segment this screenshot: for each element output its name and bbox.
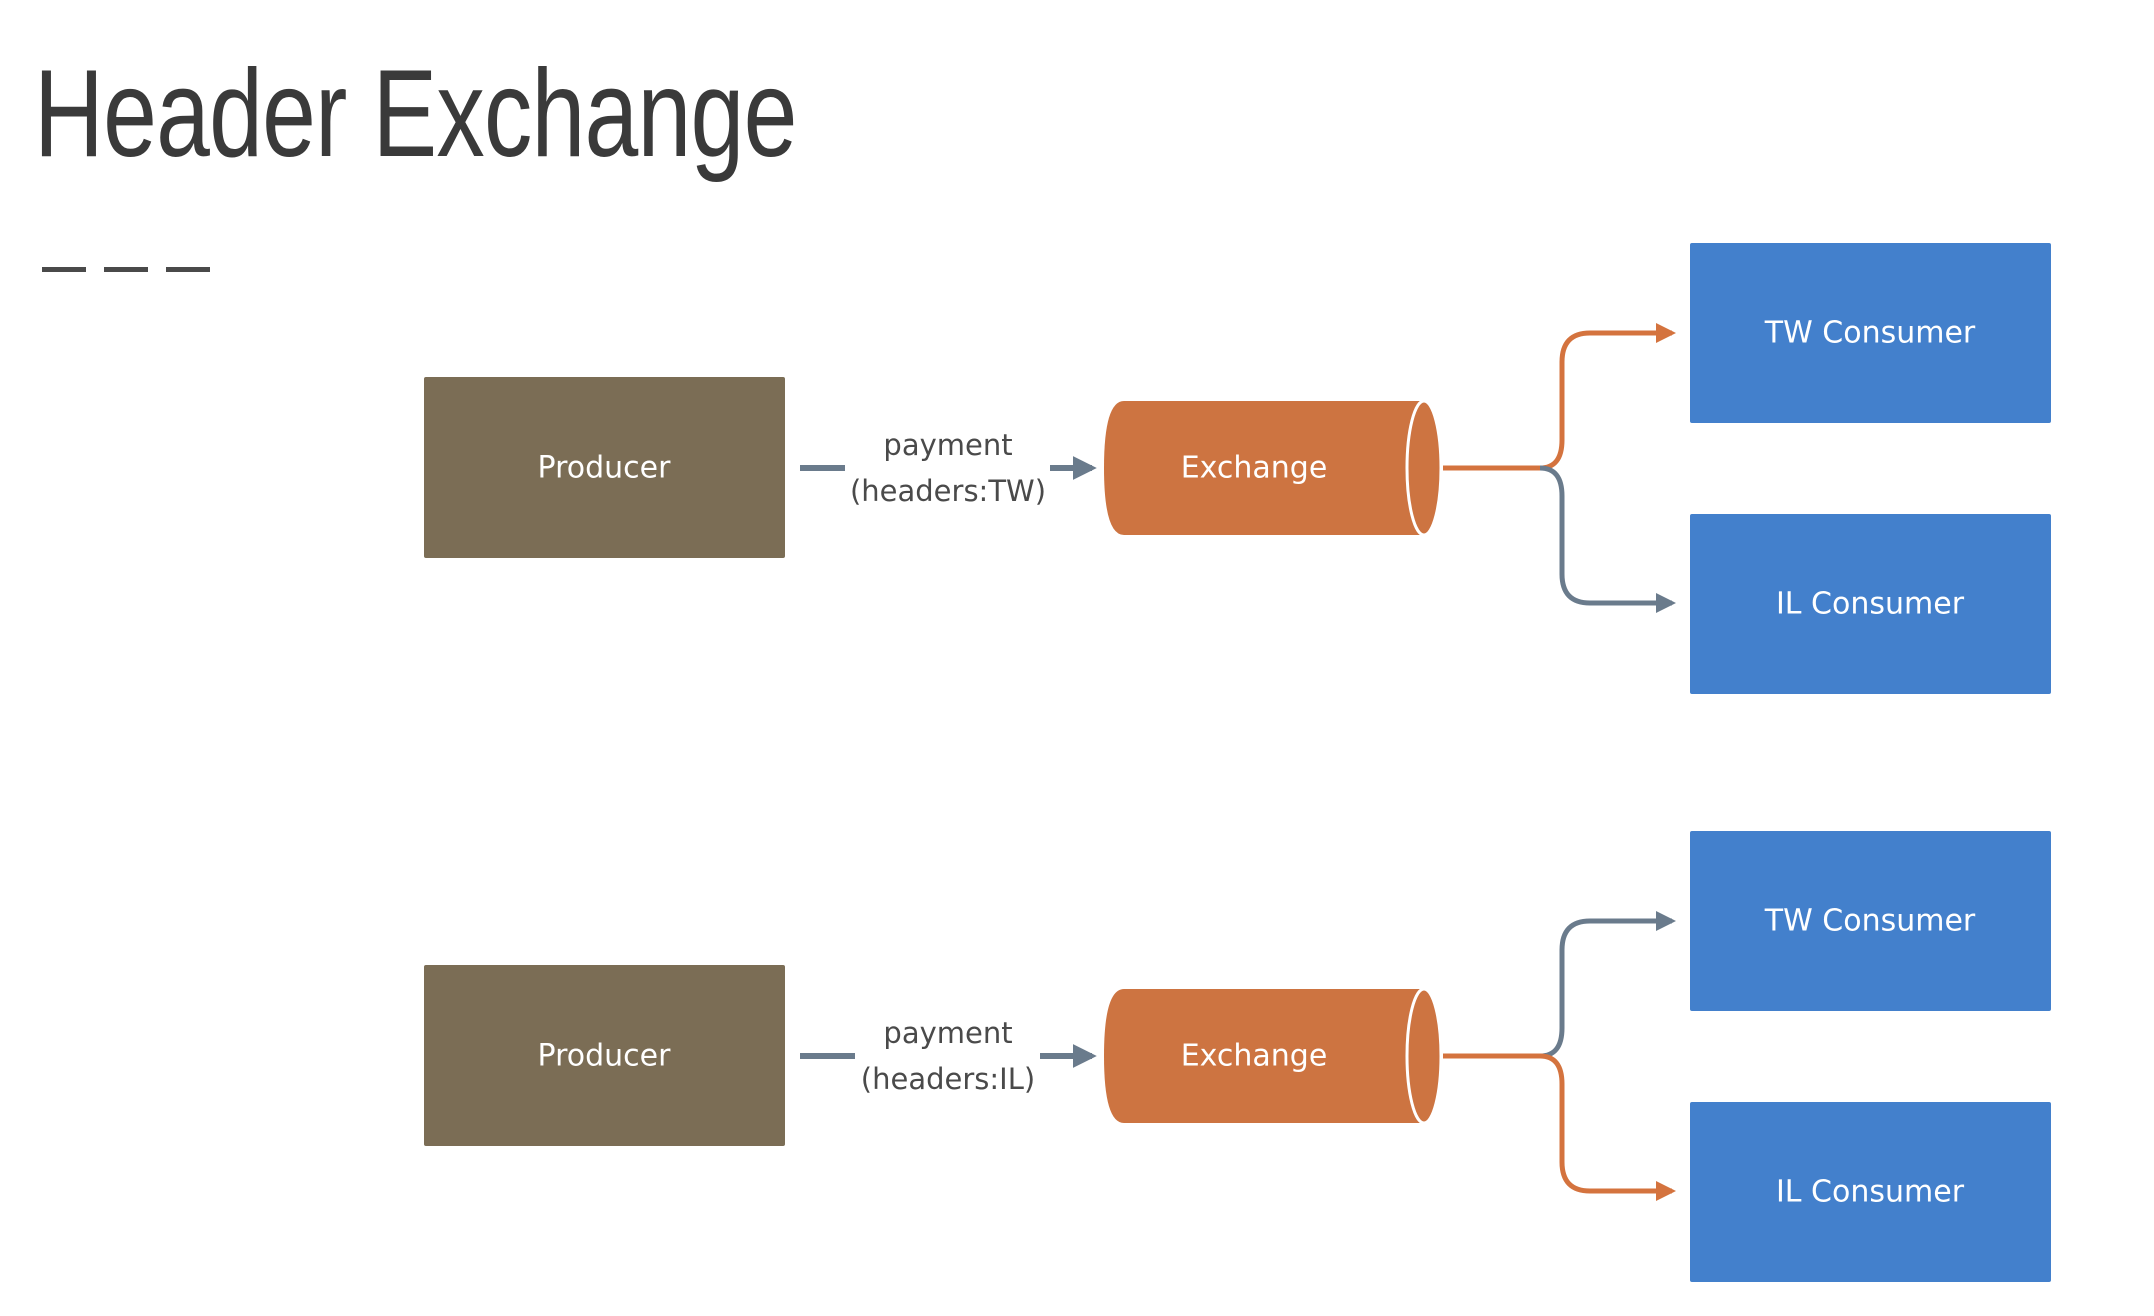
il-consumer-label: IL Consumer bbox=[1776, 1175, 1965, 1210]
diagram-2: Producer payment (headers:IL) Exchange T… bbox=[424, 831, 2051, 1282]
route-to-tw-consumer bbox=[1539, 323, 1676, 471]
il-consumer-box bbox=[1690, 514, 2051, 694]
message-label-line1: payment bbox=[883, 1016, 1012, 1050]
producer-box bbox=[424, 377, 785, 558]
route-to-il-consumer bbox=[1539, 465, 1676, 613]
route-to-il-consumer bbox=[1539, 1053, 1676, 1201]
tw-consumer-label: TW Consumer bbox=[1764, 904, 1976, 939]
message-label-line2: (headers:IL) bbox=[861, 1062, 1035, 1096]
tw-consumer-label: TW Consumer bbox=[1764, 316, 1976, 351]
tw-consumer-box bbox=[1690, 831, 2051, 1011]
il-consumer-label: IL Consumer bbox=[1776, 587, 1965, 622]
slide-title: Header Exchange bbox=[34, 45, 797, 183]
exchange-label: Exchange bbox=[1181, 451, 1328, 486]
producer-label: Producer bbox=[538, 1039, 672, 1074]
producer-box bbox=[424, 965, 785, 1146]
exchange-label: Exchange bbox=[1181, 1039, 1328, 1074]
il-consumer-box bbox=[1690, 1102, 2051, 1282]
message-label-line1: payment bbox=[883, 428, 1012, 462]
producer-label: Producer bbox=[538, 451, 672, 486]
exchange-cylinder bbox=[1104, 399, 1443, 537]
diagram-1: Producer payment (headers:TW) Exchange T… bbox=[424, 243, 2051, 694]
exchange-cylinder bbox=[1104, 987, 1443, 1125]
tw-consumer-box bbox=[1690, 243, 2051, 423]
title-underline bbox=[42, 267, 210, 273]
route-to-tw-consumer bbox=[1539, 911, 1676, 1059]
message-label-line2: (headers:TW) bbox=[850, 474, 1046, 508]
